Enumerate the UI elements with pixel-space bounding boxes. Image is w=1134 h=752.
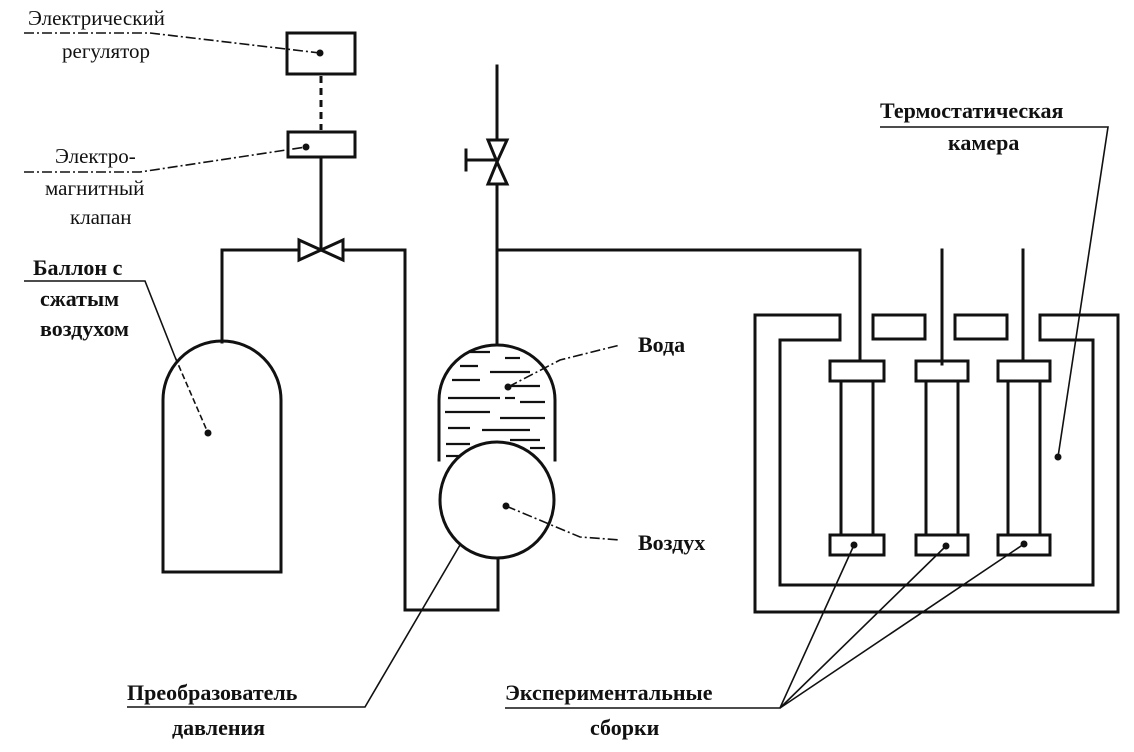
label-water: Вода: [638, 332, 685, 357]
pressure-transducer: [437, 343, 557, 560]
label-experimental-assemblies: Экспериментальные сборки: [505, 680, 713, 740]
assembly-1: [828, 359, 886, 557]
manifold-pipe: [495, 248, 862, 327]
label-text: камера: [948, 130, 1019, 155]
label-text: сборки: [590, 715, 660, 740]
label-text: Экспериментальные: [505, 680, 713, 705]
air-bladder: [438, 440, 556, 560]
label-solenoid-valve: Электро- магнитный клапан: [45, 144, 144, 229]
label-text: сжатым: [40, 286, 119, 311]
water-hatching: [445, 350, 545, 458]
label-text: Баллон с: [33, 255, 123, 280]
thermostatic-chamber: [753, 313, 1120, 614]
label-text: клапан: [70, 205, 132, 229]
label-text: Преобразователь: [127, 680, 298, 705]
assembly-2: [914, 359, 970, 557]
label-pressure-transducer: Преобразователь давления: [127, 680, 298, 740]
assembly-3: [996, 359, 1052, 557]
transducer-feed-pipe: [341, 248, 500, 612]
label-thermostatic-chamber: Термостатическая камера: [880, 98, 1063, 155]
label-text: регулятор: [62, 39, 150, 63]
label-electric-regulator: Электрический регулятор: [28, 6, 165, 63]
label-text: Термостатическая: [880, 98, 1063, 123]
manual-valve: [464, 138, 510, 186]
label-text: Электро-: [55, 144, 136, 168]
electric-regulator: [285, 31, 357, 76]
label-air-cylinder: Баллон с сжатым воздухом: [33, 255, 129, 341]
label-text: магнитный: [45, 176, 144, 200]
leader-lines: [24, 32, 1109, 709]
label-text: Электрический: [28, 6, 165, 30]
label-air: Воздух: [638, 530, 705, 555]
cylinder-pipe: [220, 248, 301, 344]
solenoid-valve: [286, 130, 357, 159]
label-text: воздухом: [40, 316, 129, 341]
label-text: давления: [172, 715, 265, 740]
air-cylinder: [161, 339, 283, 574]
